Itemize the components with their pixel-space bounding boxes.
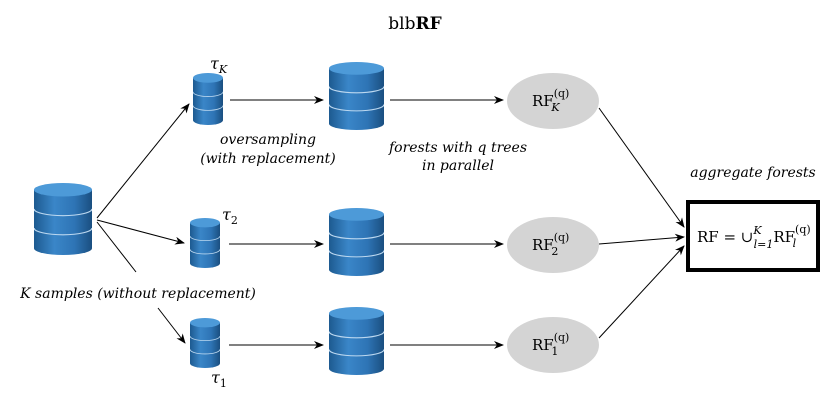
forest-1-node bbox=[507, 317, 599, 373]
arrow-forest-k-to-aggregate bbox=[598, 107, 685, 228]
forest-k-label: RF(q)K bbox=[532, 87, 569, 114]
oversampling-caption-line2: (with replacement) bbox=[200, 151, 336, 167]
subsample-k-label: τK bbox=[210, 54, 228, 76]
subsample-1-label: τ1 bbox=[211, 368, 227, 390]
arrow-forest-2-to-aggregate bbox=[598, 233, 685, 245]
subsample-2-label: τ2 bbox=[222, 205, 238, 227]
arrow-data-to-subsample-1-a bbox=[96, 221, 137, 273]
samples-caption: K samples (without replacement) bbox=[19, 286, 256, 302]
forest-2-label: RF(q)2 bbox=[532, 231, 569, 258]
forests-caption-line1: forests with q trees bbox=[388, 140, 527, 156]
forest-k-node bbox=[507, 73, 599, 129]
subsample-2-icon bbox=[190, 218, 220, 268]
oversampled-k-icon bbox=[329, 62, 384, 130]
oversampled-2-icon bbox=[329, 208, 384, 276]
aggregate-caption: aggregate forests bbox=[690, 165, 816, 181]
arrow-data-to-subsample-1-b bbox=[157, 307, 186, 344]
arrow-data-to-subsample-2 bbox=[96, 219, 185, 245]
full-data-icon bbox=[34, 183, 92, 255]
aggregate-box bbox=[686, 200, 820, 272]
subsample-1-icon bbox=[190, 318, 220, 368]
arrow-forest-1-to-aggregate bbox=[598, 245, 685, 339]
subsample-k-icon bbox=[193, 73, 223, 125]
forest-1-label: RF(q)1 bbox=[532, 331, 569, 358]
arrow-data-to-subsample-k bbox=[96, 103, 190, 219]
forests-caption-line2: in parallel bbox=[422, 158, 494, 174]
forest-2-node bbox=[507, 217, 599, 273]
oversampling-caption-line1: oversampling bbox=[220, 132, 316, 148]
oversampled-1-icon bbox=[329, 307, 384, 375]
diagram-title: blbRF bbox=[388, 14, 441, 34]
